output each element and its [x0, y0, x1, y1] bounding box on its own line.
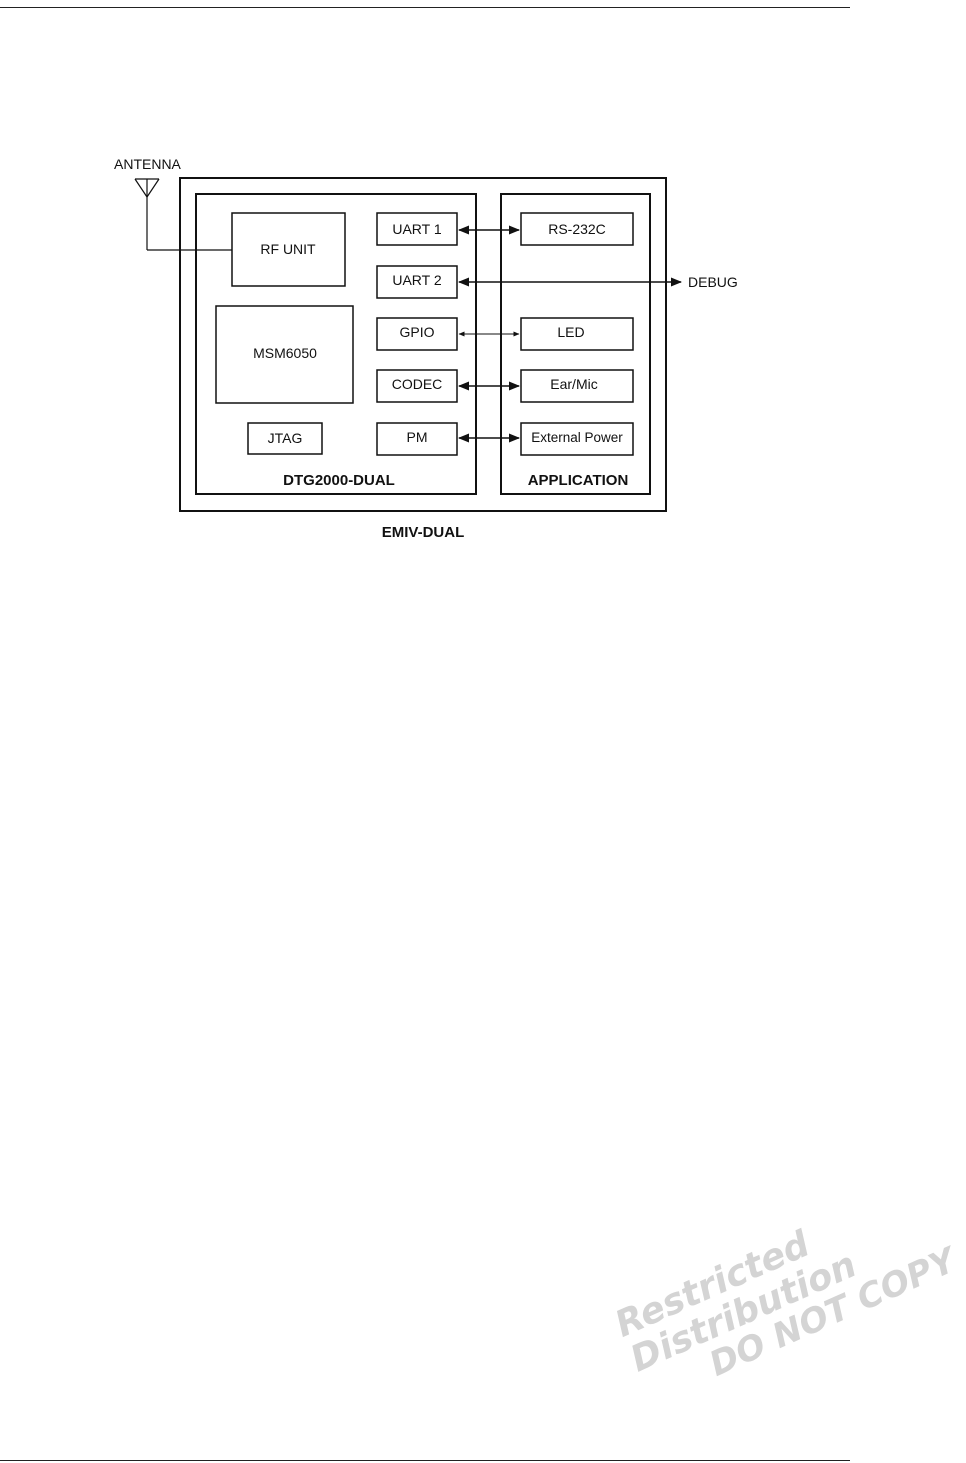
- application-box: [501, 194, 650, 494]
- dtg2000-dual-box: [196, 194, 476, 494]
- codec-label: CODEC: [392, 376, 443, 392]
- earmic-label: Ear/Mic: [550, 376, 597, 392]
- application-label: APPLICATION: [528, 472, 629, 489]
- emiv-dual-label: EMIV-DUAL: [382, 524, 465, 541]
- external-power-label: External Power: [531, 430, 623, 445]
- dtg2000-dual-label: DTG2000-DUAL: [283, 472, 395, 489]
- uart1-label: UART 1: [392, 221, 441, 237]
- restricted-watermark: Restricted Distribution DO NOT COPY: [610, 1165, 966, 1411]
- antenna-label: ANTENNA: [114, 156, 182, 172]
- led-label: LED: [557, 324, 584, 340]
- msm6050-label: MSM6050: [253, 345, 317, 361]
- rf-unit-label: RF UNIT: [260, 241, 316, 257]
- footer-rule: [0, 1460, 850, 1461]
- rs232c-label: RS-232C: [548, 221, 606, 237]
- gpio-label: GPIO: [399, 324, 434, 340]
- uart2-label: UART 2: [392, 272, 441, 288]
- debug-label: DEBUG: [688, 274, 738, 290]
- block-diagram: ANTENNA EMIV-DUAL DTG2000-DUAL APPLICATI…: [0, 0, 966, 560]
- antenna-icon: [135, 179, 232, 250]
- jtag-label: JTAG: [268, 430, 303, 446]
- pm-label: PM: [407, 429, 428, 445]
